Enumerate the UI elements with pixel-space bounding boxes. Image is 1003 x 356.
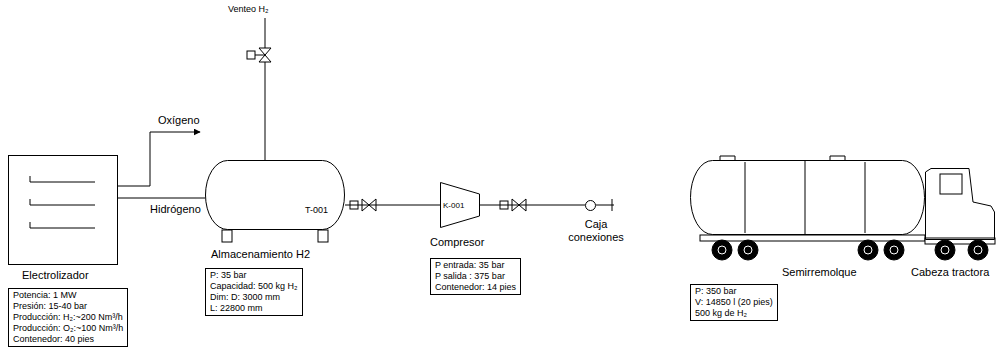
spec-line: 500 kg de H₂ (695, 308, 773, 319)
cab-window (940, 174, 962, 194)
spec-line: Presión: 15-40 bar (13, 301, 123, 312)
vent-label: Venteo H₂ (228, 3, 269, 16)
spec-line: Producción: O₂:~100 Nm³/h (13, 323, 123, 334)
vent-line (265, 18, 266, 160)
capsule-outline (690, 160, 925, 235)
spec-line: P salida : 375 bar (435, 271, 516, 282)
hub (718, 246, 726, 254)
wheel (884, 240, 904, 260)
tractor-cab: Cabeza tractora (925, 168, 995, 240)
node-label: Cabeza tractora (911, 266, 989, 279)
node-label: Compresor (430, 236, 484, 249)
hub (974, 246, 982, 254)
trap-outline (441, 183, 480, 228)
rect-outline (9, 156, 118, 265)
spec-line: P: 350 bar (695, 286, 773, 297)
node-label: Almacenamiento H2 (211, 248, 310, 261)
hub (890, 246, 898, 254)
hub (744, 246, 752, 254)
circle-outline (585, 200, 596, 211)
info-box: Potencia: 1 MWPresión: 15-40 barProducci… (8, 288, 128, 347)
wheel (968, 240, 988, 260)
spec-line: Potencia: 1 MW (13, 290, 123, 301)
spec-line: P: 35 bar (210, 270, 298, 281)
spec-line: V: 14850 l (20 pies) (695, 297, 773, 308)
node-label: Electrolizador (22, 269, 89, 282)
hub (864, 246, 872, 254)
cell-plate (30, 176, 95, 228)
circle-outline (586, 201, 596, 211)
electrolyzer-box: Electrolizador (8, 155, 118, 265)
spec-line: Contenedor: 40 pies (13, 334, 123, 345)
hub (941, 246, 949, 254)
spec-line: Producción: H₂:~200 Nm³/h (13, 312, 123, 323)
capsule-outline (206, 161, 345, 230)
tank-leg (222, 230, 232, 242)
semitrailer-tank: Semirremolque (690, 160, 925, 235)
wheel (858, 240, 878, 260)
actuator-stem (255, 55, 265, 56)
wheel (738, 240, 758, 260)
tank-leg (318, 230, 328, 242)
pipe-connector (345, 205, 440, 206)
flow-label: Hidrógeno (150, 203, 201, 216)
spec-line: Capacidad: 500 kg H₂ (210, 281, 298, 292)
node-label: K-001 (443, 199, 464, 212)
spec-line: Dim: D: 3000 mm (210, 292, 298, 303)
node-label: Semirremolque (782, 266, 857, 279)
cab-outline (926, 169, 995, 240)
node-label: Caja conexiones (567, 218, 625, 244)
connection-box: Caja conexiones (585, 200, 596, 211)
oxygen-line (118, 132, 200, 186)
info-box: P: 35 barCapacidad: 500 kg H₂Dim: D: 300… (205, 268, 303, 316)
capsule-outline (205, 160, 345, 230)
valve-actuator (247, 51, 255, 59)
compressor: K-001Compresor (440, 182, 480, 228)
connection-stub (596, 199, 614, 211)
wheel (935, 240, 955, 260)
info-box: P: 350 barV: 14850 l (20 pies)500 kg de … (690, 284, 778, 321)
wheel (712, 240, 732, 260)
info-box: P entrada: 35 barP salida : 375 barConte… (430, 258, 521, 295)
capsule-outline (691, 161, 925, 235)
pipe-connector (480, 205, 585, 206)
pipe-connector (118, 198, 205, 199)
flow-label: Oxígeno (158, 114, 200, 127)
cab-outline (925, 168, 995, 240)
spec-line: L: 22800 mm (210, 303, 298, 314)
trailer-rib (720, 156, 865, 234)
spec-line: Contenedor: 14 pies (435, 282, 516, 293)
rect-outline (8, 155, 118, 265)
storage-tank: T-001Almacenamiento H2 (205, 160, 345, 230)
node-label: T-001 (305, 204, 328, 217)
spec-line: P entrada: 35 bar (435, 260, 516, 271)
